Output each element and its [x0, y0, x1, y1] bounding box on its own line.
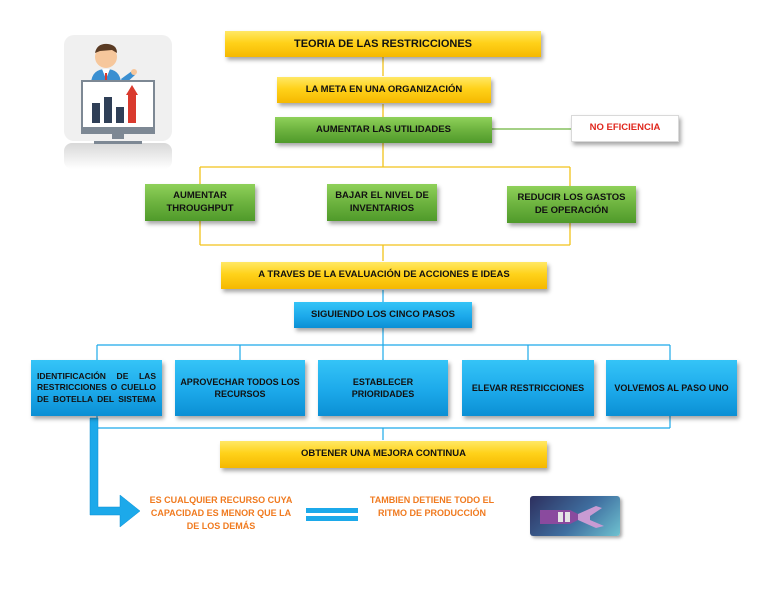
bottleneck-hand-icon	[530, 496, 620, 536]
mejora-continua-text: OBTENER UNA MEJORA CONTINUA	[300, 448, 467, 460]
presenter-chart-icon	[64, 35, 172, 169]
detiene-text: TAMBIEN DETIENE TODO EL RITMO DE PRODUCC…	[364, 494, 500, 520]
objetivo-throughput-line1: AUMENTAR	[173, 189, 227, 201]
paso-identificacion-line2: RESTRICCIONES O CUELLO	[37, 382, 156, 393]
meta-box: LA META EN UNA ORGANIZACIÓN	[277, 77, 491, 103]
no-eficiencia-text: NO EFICIENCIA	[589, 122, 661, 134]
paso-volvemos: VOLVEMOS AL PASO UNO	[606, 360, 737, 416]
title-text: TEORIA DE LAS RESTRICCIONES	[293, 37, 473, 50]
equals-top	[306, 508, 358, 513]
objetivo-inventarios-line2: INVENTARIOS	[349, 202, 415, 214]
no-eficiencia-box: NO EFICIENCIA	[571, 115, 679, 142]
paso-aprovechar-line1: APROVECHAR TODOS LOS	[180, 376, 300, 387]
equals-bottom	[306, 516, 358, 521]
detiene-line2: RITMO DE PRODUCCIÓN	[378, 508, 486, 519]
paso-elevar: ELEVAR RESTRICCIONES	[462, 360, 594, 416]
cinco-pasos-text: SIGUIENDO LOS CINCO PASOS	[311, 308, 455, 320]
evaluacion-text: A TRAVES DE LA EVALUACIÓN DE ACCIONES E …	[258, 269, 510, 281]
paso-aprovechar: APROVECHAR TODOS LOS RECURSOS	[175, 360, 305, 416]
definicion-line1: ES CUALQUIER RECURSO CUYA	[149, 495, 293, 505]
title-box: TEORIA DE LAS RESTRICCIONES	[225, 31, 541, 57]
paso-identificacion: IDENTIFICACIÓN DE LAS RESTRICCIONES O CU…	[31, 360, 162, 416]
paso-establecer-line1: ESTABLECER	[352, 376, 414, 387]
definicion-line2: CAPACIDAD ES MENOR QUE LA	[150, 508, 292, 519]
objetivo-inventarios-line1: BAJAR EL NIVEL DE	[335, 189, 429, 201]
objetivo-gastos-line1: REDUCIR LOS GASTOS	[517, 191, 626, 203]
paso-establecer-line2: PRIORIDADES	[351, 389, 415, 399]
objetivo-throughput-line2: THROUGHPUT	[166, 202, 234, 214]
meta-text: LA META EN UNA ORGANIZACIÓN	[305, 83, 463, 95]
objetivo-gastos: REDUCIR LOS GASTOS DE OPERACIÓN	[507, 186, 636, 223]
objetivo-gastos-line2: DE OPERACIÓN	[534, 204, 609, 216]
evaluacion-box: A TRAVES DE LA EVALUACIÓN DE ACCIONES E …	[221, 262, 547, 289]
aumentar-utilidades-text: AUMENTAR LAS UTILIDADES	[316, 123, 451, 135]
bent-arrow	[89, 417, 141, 528]
paso-aprovechar-line2: RECURSOS	[214, 389, 266, 399]
cinco-pasos-box: SIGUIENDO LOS CINCO PASOS	[294, 302, 472, 328]
objetivo-inventarios: BAJAR EL NIVEL DE INVENTARIOS	[327, 184, 437, 221]
definicion-text: ES CUALQUIER RECURSO CUYA CAPACIDAD ES M…	[143, 494, 299, 533]
paso-identificacion-line1: IDENTIFICACIÓN DE LAS	[37, 370, 156, 381]
paso-establecer: ESTABLECER PRIORIDADES	[318, 360, 448, 416]
paso-elevar-text: ELEVAR RESTRICCIONES	[471, 382, 585, 393]
paso-volvemos-text: VOLVEMOS AL PASO UNO	[614, 382, 729, 393]
detiene-line1: TAMBIEN DETIENE TODO EL	[369, 495, 495, 505]
definicion-line3: DE LOS DEMÁS	[186, 521, 256, 532]
mejora-continua-box: OBTENER UNA MEJORA CONTINUA	[220, 441, 547, 468]
aumentar-utilidades-box: AUMENTAR LAS UTILIDADES	[275, 117, 492, 143]
objetivo-throughput: AUMENTAR THROUGHPUT	[145, 184, 255, 221]
paso-identificacion-line3: DE BOTELLA DEL SISTEMA	[37, 393, 156, 404]
